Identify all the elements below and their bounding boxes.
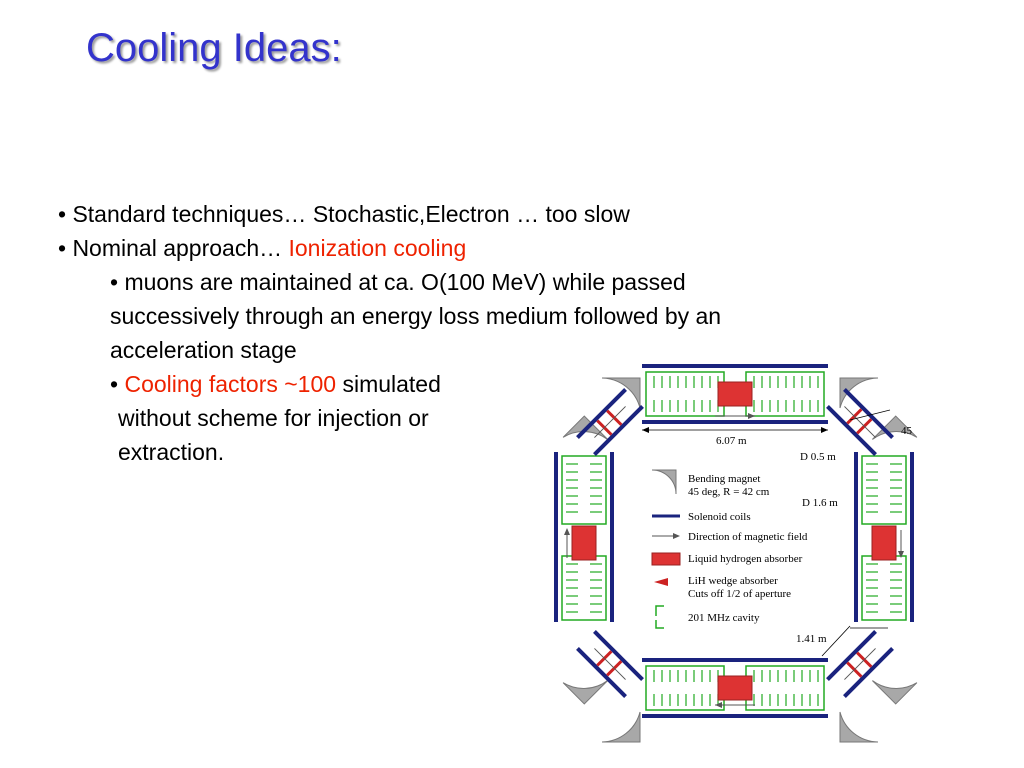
absorber-left (571, 525, 597, 561)
legend-bending-magnet-1: Bending magnet (688, 473, 760, 485)
legend-magnet-icon (651, 469, 677, 495)
magnet-top-right-b (872, 415, 918, 440)
top-straight-section (642, 364, 828, 433)
absorber-right (871, 525, 897, 561)
absorber-bottom (717, 675, 753, 701)
bottom-straight-section (642, 658, 828, 718)
bullet-standard-techniques: • Standard techniques… Stochastic,Electr… (58, 201, 630, 227)
left-straight-section (554, 452, 614, 622)
sub-bullet-cooling-line-3: extraction. (118, 439, 225, 465)
legend-cavity-label: 201 MHz cavity (688, 612, 760, 624)
magnet-bottom-right-b (872, 680, 918, 705)
cooling-ring-diagram: 6.07 m 45 D 0.5 m D 1.6 m 1.41 m Bending… (550, 360, 930, 760)
dimension-lines (821, 409, 891, 657)
sub-bullet-muons-line-3: acceleration stage (110, 337, 297, 363)
absorber-top (717, 381, 753, 407)
dim-d05-label: D 0.5 m (800, 451, 836, 463)
right-straight-section (854, 452, 914, 622)
legend-solenoid-label: Solenoid coils (688, 511, 751, 523)
legend-wedge-label-1: LiH wedge absorber (688, 575, 778, 587)
diagram-legend: Bending magnet 45 deg, R = 42 cm Solenoi… (651, 469, 808, 629)
bullet-nominal-prefix: • Nominal approach… (58, 235, 289, 261)
dim-d16-label: D 1.6 m (802, 497, 838, 509)
bending-magnets (562, 377, 918, 743)
corner-solenoids (576, 388, 894, 698)
sub-bullet-cooling-line-2: without scheme for injection or (118, 405, 429, 431)
cooling-ring-svg: 6.07 m 45 D 0.5 m D 1.6 m 1.41 m Bending… (554, 364, 918, 743)
cooling-line-1-rest: simulated (336, 371, 441, 397)
dim-bottom-right-label: 1.41 m (796, 633, 827, 645)
sub-bullet-muons-line-1: • muons are maintained at ca. O(100 MeV)… (110, 269, 686, 295)
legend-absorber-icon (651, 552, 681, 566)
bullet-marker: • (110, 371, 125, 397)
dim-corner-label: 45 (901, 425, 913, 437)
legend-wedge-icon (654, 578, 668, 586)
legend-absorber-label: Liquid hydrogen absorber (688, 553, 803, 565)
legend-field-label: Direction of magnetic field (688, 531, 808, 543)
legend-cavity-icon (655, 605, 664, 629)
sub-bullet-cooling-factors: • Cooling factors ~100 simulated without… (110, 367, 540, 469)
magnet-bottom-left-a (601, 711, 641, 743)
magnet-top-right-a (839, 377, 879, 409)
sub-bullet-muons: • muons are maintained at ca. O(100 MeV)… (110, 265, 900, 367)
ionization-cooling-highlight: Ionization cooling (288, 235, 467, 261)
sub-bullet-muons-line-2: successively through an energy loss medi… (110, 303, 722, 329)
legend-bending-magnet-2: 45 deg, R = 42 cm (688, 486, 770, 498)
legend-wedge-label-2: Cuts off 1/2 of aperture (688, 588, 791, 600)
sub-bullet-cooling-line-1: • Cooling factors ~100 simulated (110, 367, 540, 401)
cooling-factors-highlight: Cooling factors ~100 (124, 371, 337, 397)
dim-top-label: 6.07 m (716, 435, 747, 447)
slide-title: Cooling Ideas: (86, 26, 342, 70)
bullet-nominal-approach: • Nominal approach… Ionization cooling (58, 231, 466, 265)
magnet-bottom-right-a (839, 711, 879, 743)
magnet-bottom-left-b (562, 680, 608, 705)
